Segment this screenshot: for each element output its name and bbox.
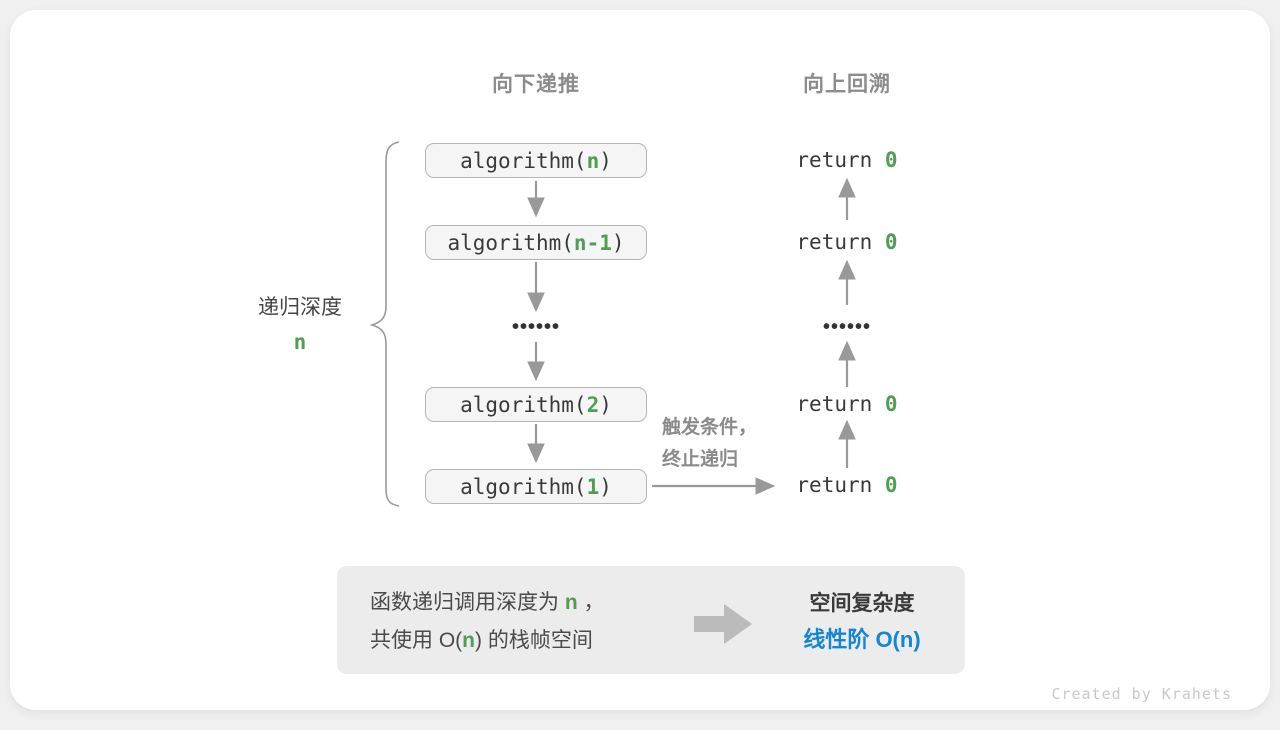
code-text: ) bbox=[599, 393, 612, 417]
diagram-card: 向下递推 向上回溯 递归深度 n algorithm(n) algorithm(… bbox=[10, 10, 1270, 710]
header-upward-backtracking: 向上回溯 bbox=[747, 68, 947, 98]
result-value: 线性阶 O(n) bbox=[762, 622, 962, 654]
summary-line1: 函数递归调用深度为 n ， bbox=[370, 586, 605, 616]
header-downward-recursion: 向下递推 bbox=[436, 68, 636, 98]
code-text: algorithm( bbox=[460, 393, 586, 417]
terminate-note-line1: 触发条件， bbox=[662, 412, 757, 444]
depth-brace-icon bbox=[372, 142, 399, 506]
summary-text: 共使用 O( bbox=[370, 629, 462, 652]
code-return-value: 0 bbox=[885, 392, 898, 416]
terminate-note: 触发条件， 终止递归 bbox=[662, 412, 757, 476]
depth-label-text: 递归深度 bbox=[238, 291, 362, 321]
summary-arg: n bbox=[565, 591, 578, 614]
recursion-depth-label: 递归深度 n bbox=[238, 291, 362, 354]
return-statement: return 0 bbox=[747, 230, 947, 254]
call-stack-box-n: algorithm(n) bbox=[425, 143, 647, 178]
result-title: 空间复杂度 bbox=[762, 587, 962, 617]
code-text: ) bbox=[599, 475, 612, 499]
block-arrow-icon bbox=[694, 602, 754, 648]
code-text: return bbox=[796, 148, 885, 172]
code-text: ) bbox=[599, 149, 612, 173]
code-arg: 1 bbox=[587, 475, 600, 499]
watermark: Created by Krahets bbox=[1051, 685, 1232, 703]
code-text: return bbox=[796, 473, 885, 497]
code-return-value: 0 bbox=[885, 230, 898, 254]
call-stack-box-2: algorithm(2) bbox=[425, 387, 647, 422]
code-text: algorithm( bbox=[447, 231, 573, 255]
code-text: return bbox=[796, 230, 885, 254]
call-stack-box-1: algorithm(1) bbox=[425, 469, 647, 504]
summary-panel bbox=[337, 566, 965, 674]
return-statement: return 0 bbox=[747, 473, 947, 497]
depth-label-value: n bbox=[238, 330, 362, 354]
summary-text: ) 的栈帧空间 bbox=[475, 629, 593, 652]
code-arg: n bbox=[587, 149, 600, 173]
code-arg: 2 bbox=[587, 393, 600, 417]
code-text: algorithm( bbox=[460, 475, 586, 499]
terminate-note-line2: 终止递归 bbox=[662, 444, 757, 476]
call-stack-box-n-1: algorithm(n-1) bbox=[425, 225, 647, 260]
code-text: algorithm( bbox=[460, 149, 586, 173]
code-return-value: 0 bbox=[885, 148, 898, 172]
return-statement: return 0 bbox=[747, 392, 947, 416]
summary-text: 函数递归调用深度为 bbox=[370, 591, 565, 614]
return-ellipsis: •••••• bbox=[747, 316, 947, 339]
summary-arg: n bbox=[462, 629, 475, 652]
summary-text: ， bbox=[578, 591, 605, 614]
code-text: return bbox=[796, 392, 885, 416]
recursion-ellipsis: •••••• bbox=[436, 316, 636, 339]
code-return-value: 0 bbox=[885, 473, 898, 497]
code-text: ) bbox=[612, 231, 625, 255]
return-statement: return 0 bbox=[747, 148, 947, 172]
summary-line2: 共使用 O(n) 的栈帧空间 bbox=[370, 624, 593, 654]
code-arg: n-1 bbox=[574, 231, 612, 255]
